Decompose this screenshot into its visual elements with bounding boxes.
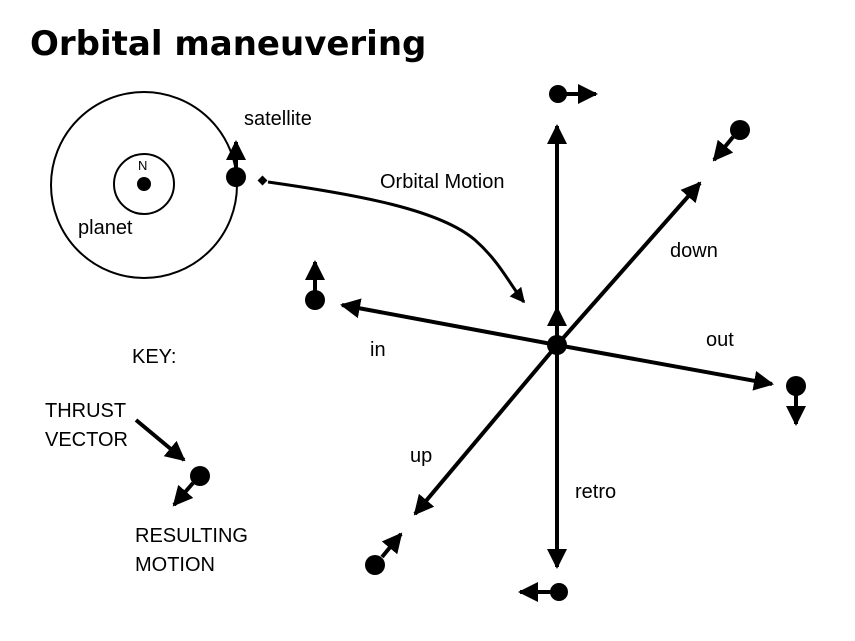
orbital-motion-label: Orbital Motion (380, 171, 505, 193)
key-satellite-dot (190, 466, 210, 486)
satellite-label: satellite (244, 108, 312, 130)
planet-circle (113, 153, 175, 215)
resulting-motion-label-line1: RESULTING (135, 525, 248, 547)
retro-result-glyph (518, 582, 568, 602)
key-motion-arrow (172, 481, 195, 507)
key-legend: KEY: THRUST VECTOR RESULTING MOTION (45, 346, 248, 576)
prograde-result-glyph (549, 84, 598, 104)
down-axis-arrow (555, 181, 702, 347)
out-label: out (706, 329, 734, 351)
down-result-glyph (712, 120, 750, 162)
up-label: up (410, 445, 432, 467)
in-label: in (370, 339, 386, 361)
down-label: down (670, 240, 718, 262)
planet-core-dot (137, 177, 151, 191)
planet-orbit-group: N planet (50, 91, 238, 279)
out-result-glyph (786, 376, 806, 426)
out-axis-arrow (556, 343, 774, 391)
maneuver-axes (340, 124, 774, 569)
north-label: N (138, 158, 147, 173)
in-result-glyph (305, 260, 325, 310)
thrust-vector-label-line2: VECTOR (45, 429, 128, 451)
satellite-group: satellite (226, 108, 312, 187)
callout-anchor-diamond (257, 175, 268, 186)
thrust-vector-label-line1: THRUST (45, 400, 126, 422)
in-axis-arrow (340, 298, 558, 347)
page-title: Orbital maneuvering (30, 24, 426, 64)
callout-curve-arrow (267, 180, 526, 304)
up-result-glyph (365, 532, 403, 575)
orbital-motion-callout: Orbital Motion (257, 171, 526, 304)
key-thrust-arrow (134, 418, 186, 462)
resulting-motion-label-line2: MOTION (135, 554, 215, 576)
up-axis-arrow (413, 343, 559, 516)
planet-label: planet (78, 217, 133, 239)
satellite-dot (226, 167, 246, 187)
key-label: KEY: (132, 346, 176, 368)
retro-label: retro (575, 481, 616, 503)
